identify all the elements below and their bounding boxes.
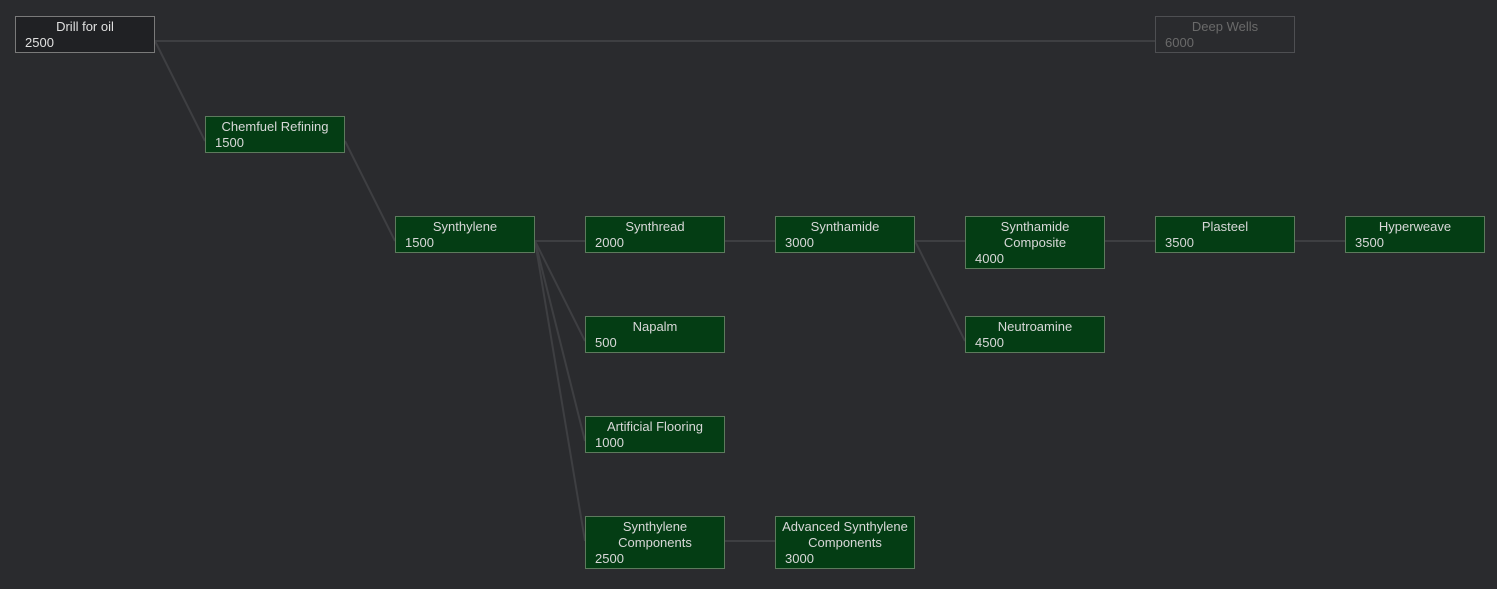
research-node-cost: 2500 <box>595 551 624 566</box>
research-node-title: Hyperweave <box>1378 219 1452 234</box>
research-node-title: Synthylene Components <box>618 519 692 550</box>
connector-synthylene-to-napalm <box>534 240 586 342</box>
connector-drill-for-oil-to-chemfuel-refining <box>154 40 206 142</box>
research-node-deep-wells[interactable]: Deep Wells 6000 <box>1155 16 1295 53</box>
research-node-cost: 1000 <box>595 435 624 450</box>
research-node-title: Drill for oil <box>56 19 114 34</box>
research-node-synthamide[interactable]: Synthamide 3000 <box>775 216 915 253</box>
research-node-neutroamine[interactable]: Neutroamine 4500 <box>965 316 1105 353</box>
research-node-synthylene-components[interactable]: Synthylene Components 2500 <box>585 516 725 569</box>
research-node-cost: 4500 <box>975 335 1004 350</box>
research-node-title: Advanced Synthylene Components <box>782 519 908 550</box>
research-node-cost: 500 <box>595 335 617 350</box>
research-node-cost: 2500 <box>25 35 54 50</box>
research-node-cost: 3500 <box>1355 235 1384 250</box>
connector-synthamide-to-neutroamine <box>914 240 966 342</box>
research-node-artificial-flooring[interactable]: Artificial Flooring 1000 <box>585 416 725 453</box>
research-node-cost: 1500 <box>405 235 434 250</box>
research-node-chemfuel-refining[interactable]: Chemfuel Refining 1500 <box>205 116 345 153</box>
research-node-cost: 3000 <box>785 551 814 566</box>
research-node-title: Synthread <box>625 219 685 234</box>
research-node-synthylene[interactable]: Synthylene 1500 <box>395 216 535 253</box>
connector-chemfuel-refining-to-synthylene <box>344 140 396 242</box>
research-node-drill-for-oil[interactable]: Drill for oil 2500 <box>15 16 155 53</box>
research-node-title: Chemfuel Refining <box>221 119 329 134</box>
connector-synthylene-to-artificial-flooring <box>534 240 586 442</box>
research-node-title: Synthamide Composite <box>1000 219 1070 250</box>
research-node-cost: 1500 <box>215 135 244 150</box>
research-node-cost: 2000 <box>595 235 624 250</box>
research-node-cost: 3000 <box>785 235 814 250</box>
research-node-cost: 6000 <box>1165 35 1194 50</box>
research-node-plasteel[interactable]: Plasteel 3500 <box>1155 216 1295 253</box>
research-node-cost: 4000 <box>975 251 1004 266</box>
research-node-title: Neutroamine <box>997 319 1073 334</box>
connector-synthylene-to-synthylene-components <box>534 240 586 542</box>
research-node-title: Synthylene <box>432 219 498 234</box>
research-node-title: Artificial Flooring <box>606 419 704 434</box>
research-node-hyperweave[interactable]: Hyperweave 3500 <box>1345 216 1485 253</box>
research-node-cost: 3500 <box>1165 235 1194 250</box>
research-node-title: Deep Wells <box>1191 19 1259 34</box>
research-node-advanced-synthylene-components[interactable]: Advanced Synthylene Components 3000 <box>775 516 915 569</box>
research-node-synthread[interactable]: Synthread 2000 <box>585 216 725 253</box>
research-node-title: Synthamide <box>810 219 880 234</box>
research-node-synthamide-composite[interactable]: Synthamide Composite 4000 <box>965 216 1105 269</box>
research-node-title: Napalm <box>632 319 678 334</box>
research-node-napalm[interactable]: Napalm 500 <box>585 316 725 353</box>
research-node-title: Plasteel <box>1201 219 1249 234</box>
